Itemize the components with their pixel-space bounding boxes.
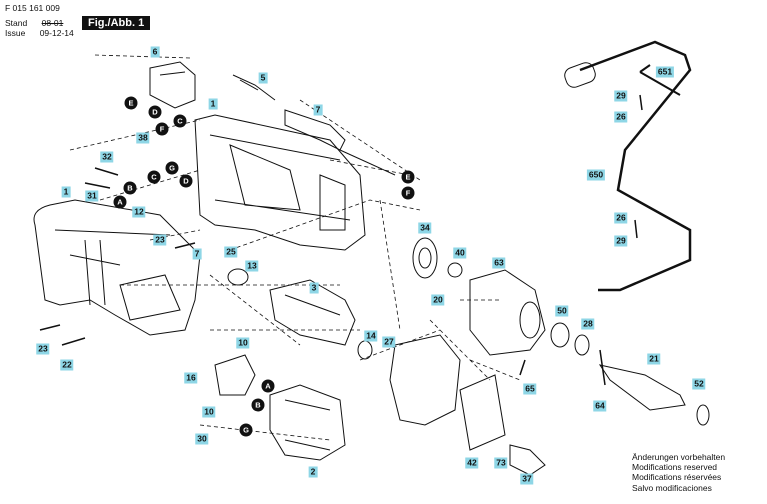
connector-C: C xyxy=(173,114,187,128)
part-label-4: 6 xyxy=(150,46,160,58)
part-label-29-bottom: 29 xyxy=(614,235,628,247)
spindle xyxy=(598,364,686,411)
handle-grip xyxy=(564,62,596,88)
switch xyxy=(149,61,196,109)
bearing-14 xyxy=(357,340,373,360)
part-label-2: 2 xyxy=(308,466,318,478)
part-label-30: 30 xyxy=(195,433,209,445)
bearing-50 xyxy=(550,322,570,348)
part-label-13: 13 xyxy=(245,260,259,272)
part-label-1-top: 1 xyxy=(208,98,218,110)
part-label-42: 42 xyxy=(465,457,479,469)
part-label-26-top: 26 xyxy=(614,111,628,123)
connector-E-2: E xyxy=(401,170,415,184)
connector-F-2: F xyxy=(401,186,415,200)
note-english: Modifications reserved xyxy=(632,462,718,473)
part-label-28: 28 xyxy=(581,318,595,330)
intermediate-flange xyxy=(389,334,461,426)
issue-label: Issue xyxy=(5,28,26,38)
stand-line: Stand 08-01 xyxy=(5,18,63,28)
stand-label: Stand xyxy=(5,18,28,28)
housing-half-right xyxy=(194,114,366,251)
part-label-7: 7 xyxy=(192,248,202,260)
issue-line: Issue 09-12-14 xyxy=(5,28,74,38)
part-label-65: 65 xyxy=(523,383,537,395)
part-label-23-top: 23 xyxy=(153,234,167,246)
gasket xyxy=(459,374,506,451)
part-label-3: 3 xyxy=(309,282,319,294)
part-label-25: 25 xyxy=(224,246,238,258)
part-label-5: 5 xyxy=(258,72,268,84)
part-label-12: 12 xyxy=(132,206,146,218)
issue-value: 09-12-14 xyxy=(39,28,74,38)
connector-A: A xyxy=(113,195,127,209)
housing-half-left xyxy=(33,199,201,336)
ring-40 xyxy=(447,262,463,278)
part-label-20: 20 xyxy=(431,294,445,306)
figure-label: Fig./Abb. 1 xyxy=(82,16,151,30)
power-cord xyxy=(232,74,276,101)
note-french: Modifications réservées xyxy=(632,472,722,483)
connector-B: B xyxy=(123,181,137,195)
connector-B-2: B xyxy=(251,398,265,412)
part-label-22: 22 xyxy=(60,359,74,371)
part-label-29-top: 29 xyxy=(614,90,628,102)
connector-E: E xyxy=(124,96,138,110)
connector-C-2: C xyxy=(147,170,161,184)
part-label-23-bottom: 23 xyxy=(36,343,50,355)
gear xyxy=(412,237,438,279)
stand-value: 08-01 xyxy=(41,18,64,28)
pinion xyxy=(509,444,546,476)
auxiliary-handle-bar xyxy=(579,40,692,292)
ring-52 xyxy=(696,404,710,426)
part-label-10-bottom: 10 xyxy=(202,406,216,418)
document-number: F 015 161 009 xyxy=(5,3,60,13)
part-label-31: 31 xyxy=(85,190,99,202)
brush-holder xyxy=(214,354,256,396)
part-label-1-left: 1 xyxy=(61,186,71,198)
part-label-50: 50 xyxy=(555,305,569,317)
part-label-651: 651 xyxy=(655,66,675,78)
bearing-25 xyxy=(227,268,249,286)
part-label-27: 27 xyxy=(382,336,396,348)
part-label-52: 52 xyxy=(692,378,706,390)
screws xyxy=(39,94,643,386)
part-label-38: 38 xyxy=(136,132,150,144)
connector-G: G xyxy=(165,161,179,175)
cord-sleeve xyxy=(284,109,346,151)
hex-key xyxy=(639,64,681,96)
part-label-21: 21 xyxy=(647,353,661,365)
gear-housing xyxy=(469,269,546,356)
part-label-6: 7 xyxy=(313,104,323,116)
connector-A-2: A xyxy=(261,379,275,393)
part-label-14: 14 xyxy=(364,330,378,342)
assembly-guide-lines xyxy=(69,54,521,441)
part-label-650: 650 xyxy=(586,169,606,181)
part-label-34: 34 xyxy=(418,222,432,234)
field-coil xyxy=(269,384,346,461)
connector-G-2: G xyxy=(239,423,253,437)
part-label-73: 73 xyxy=(494,457,508,469)
note-german: Änderungen vorbehalten xyxy=(632,452,726,462)
connector-D-2: D xyxy=(179,174,193,188)
part-label-37: 37 xyxy=(520,473,534,485)
part-label-10-top: 10 xyxy=(236,337,250,349)
part-label-26-bottom: 26 xyxy=(614,212,628,224)
connector-D: D xyxy=(148,105,162,119)
connector-F: F xyxy=(155,122,169,136)
part-label-40: 40 xyxy=(453,247,467,259)
part-label-16: 16 xyxy=(184,372,198,384)
part-label-63: 63 xyxy=(492,257,506,269)
note-spanish: Salvo modificaciones xyxy=(632,482,712,493)
part-label-64: 64 xyxy=(593,400,607,412)
part-label-32: 32 xyxy=(100,151,114,163)
modification-notes: Änderungen vorbehalten Modifications res… xyxy=(632,452,725,493)
washer-28 xyxy=(574,334,590,356)
